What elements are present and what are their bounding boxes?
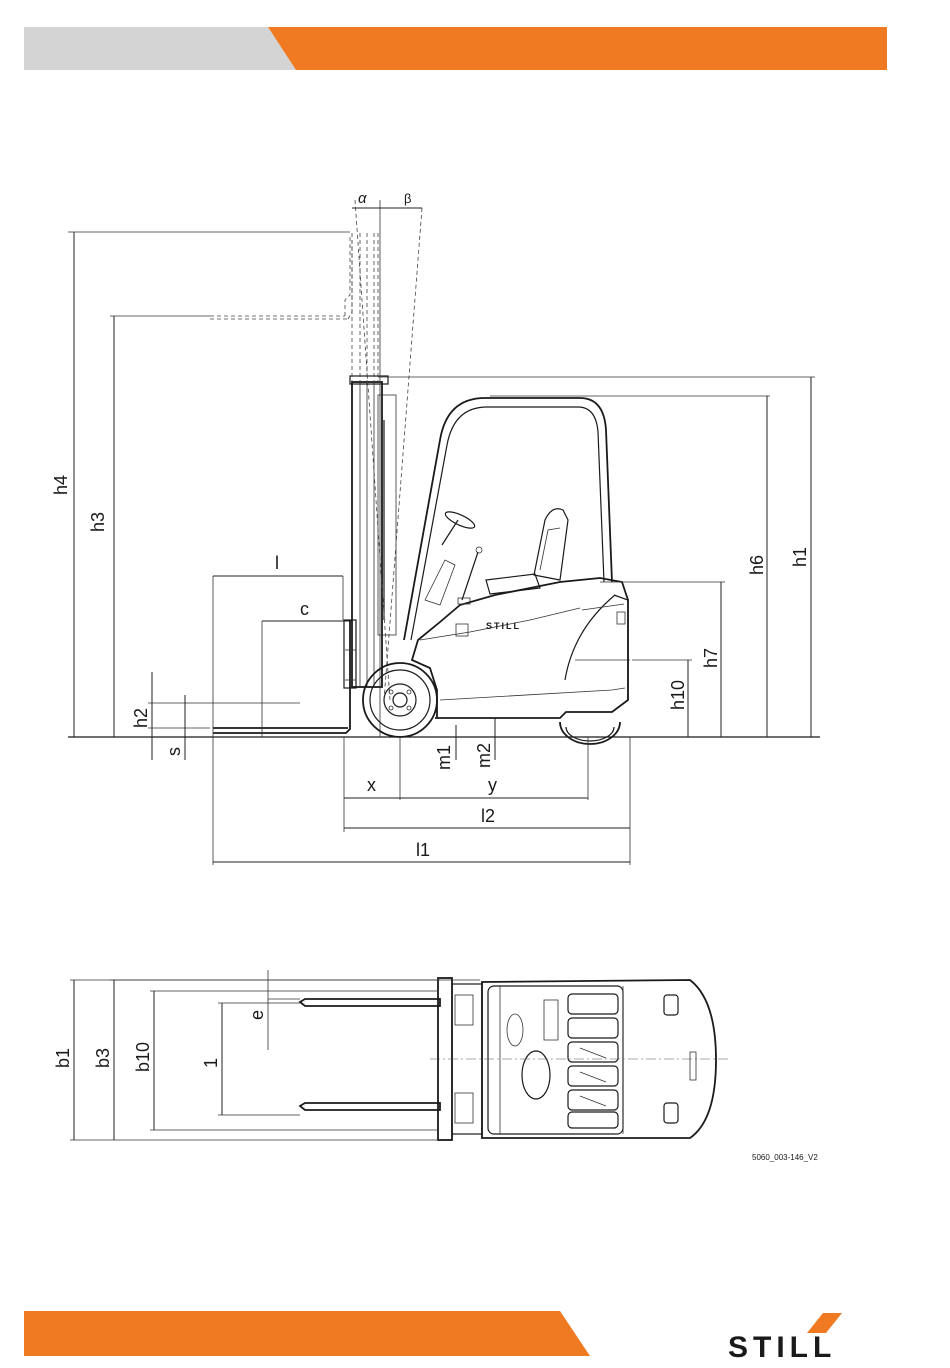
still-logo: STILL	[728, 1313, 842, 1364]
mast	[350, 200, 422, 737]
s-label: s	[164, 747, 184, 756]
top-seat-cushions	[568, 994, 618, 1128]
logo-orange-slash	[807, 1313, 842, 1333]
h7-label: h7	[701, 648, 721, 668]
l2-label: l2	[481, 806, 495, 826]
y-label: y	[488, 775, 497, 795]
m2-label: m2	[474, 743, 494, 768]
h10-label: h10	[668, 680, 688, 710]
h2-label: h2	[131, 708, 151, 728]
top-view: b1 b3 b10 1 e	[53, 970, 730, 1140]
logo-wordmark: STILL	[728, 1331, 836, 1364]
m1-label: m1	[434, 745, 454, 770]
truck-brand-text: STILL	[486, 621, 521, 631]
drawing-code: 5060_003-146_V2	[752, 1153, 818, 1162]
l-label: l	[275, 553, 279, 573]
l1-label: l1	[416, 840, 430, 860]
b1-label: b1	[53, 1048, 73, 1068]
alpha-label: α	[358, 190, 367, 207]
lowered-fork	[213, 620, 356, 733]
h6-label: h6	[747, 555, 767, 575]
vertical-dimensions	[68, 232, 815, 760]
driver-seat	[486, 509, 568, 594]
fork-spacing-label: 1	[201, 1058, 221, 1068]
beta-label: β	[404, 191, 411, 206]
front-wheel	[363, 663, 437, 737]
b10-label: b10	[133, 1042, 153, 1072]
h1-label: h1	[790, 547, 810, 567]
h4-label: h4	[51, 475, 71, 495]
x-label: x	[367, 775, 376, 795]
truck-chassis: STILL	[412, 578, 630, 718]
top-fork-upper	[300, 999, 440, 1006]
top-steering-wheel	[522, 1051, 550, 1099]
e-label: e	[247, 1010, 267, 1020]
top-fork-lower	[300, 1103, 440, 1110]
steering-column	[425, 509, 482, 605]
side-view: STILL	[51, 190, 820, 865]
raised-fork	[210, 235, 352, 319]
b3-label: b3	[93, 1048, 113, 1068]
c-label: c	[300, 599, 309, 619]
rear-wheel	[560, 722, 620, 744]
h3-label: h3	[88, 512, 108, 532]
